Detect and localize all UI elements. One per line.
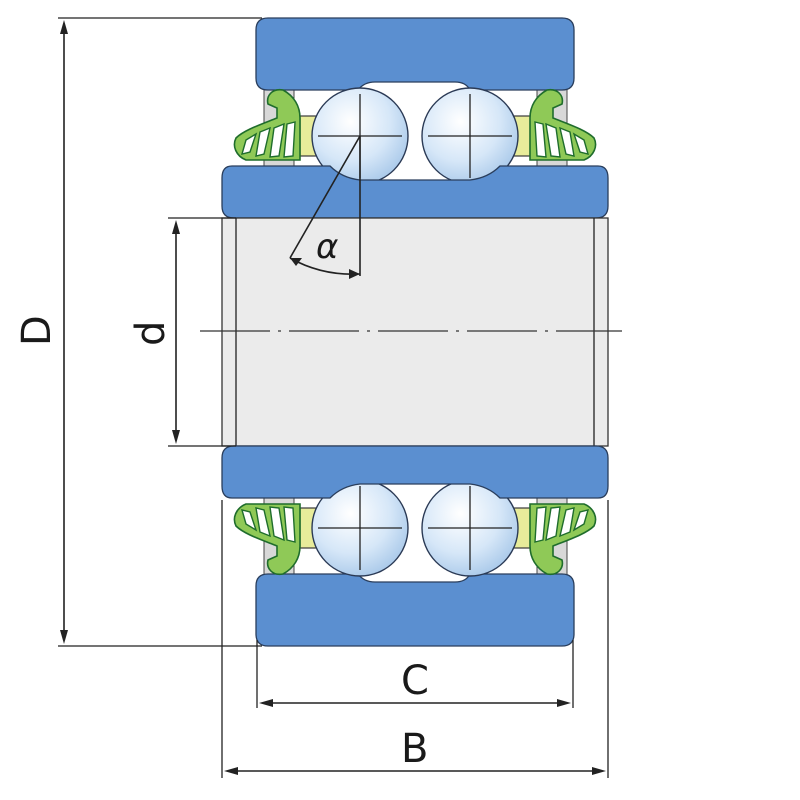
upper-seal-right xyxy=(529,88,597,161)
dimension-d-label: d xyxy=(128,321,174,346)
contact-angle-indicator xyxy=(289,135,361,279)
lower-inner-ring xyxy=(221,445,609,499)
dimension-D xyxy=(58,17,262,647)
bore xyxy=(221,217,609,447)
lower-outer-ring xyxy=(255,573,575,647)
upper-inner-ring xyxy=(221,165,609,219)
lower-seal-left xyxy=(233,503,301,576)
dimension-B xyxy=(221,500,609,778)
upper-outer-ring xyxy=(255,17,575,91)
lower-section xyxy=(221,445,609,647)
upper-section xyxy=(221,17,609,219)
dimension-B-label: B xyxy=(401,726,428,772)
dimension-C xyxy=(256,640,574,708)
contact-angle-label: α xyxy=(316,227,338,267)
dimension-D-label: D xyxy=(14,315,60,346)
upper-seal-left xyxy=(233,88,301,161)
dimension-C-label: C xyxy=(401,658,429,704)
dimension-d xyxy=(168,217,236,447)
lower-seal-right xyxy=(529,503,597,576)
